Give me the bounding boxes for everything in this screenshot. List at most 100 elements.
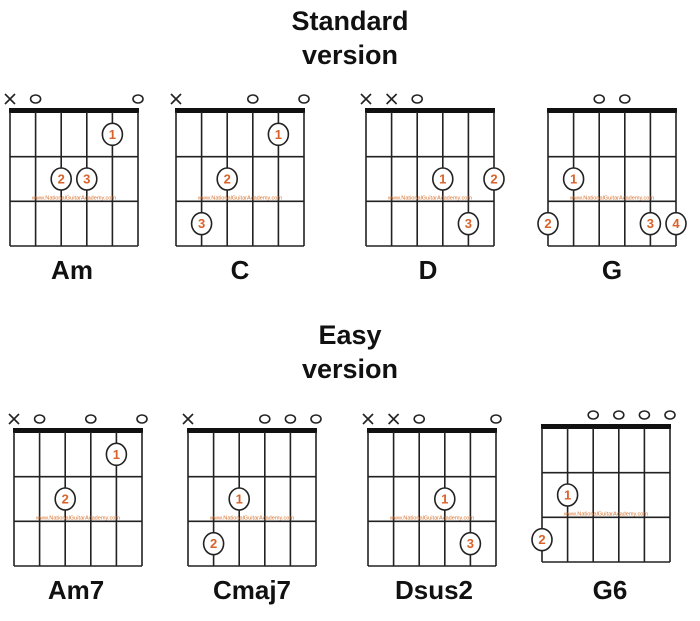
- muted-string-marker: [182, 413, 194, 425]
- muted-string-marker: [360, 93, 372, 105]
- chord-name-g: G: [601, 255, 623, 285]
- open-string-marker: [664, 410, 676, 420]
- nut: [541, 424, 671, 429]
- open-string-marker: [33, 414, 46, 424]
- finger-dot: [556, 483, 579, 507]
- open-string-marker: [284, 414, 297, 424]
- chord-name-cmaj7: Cmaj7: [212, 575, 292, 605]
- finger-dot: [228, 487, 251, 511]
- finger-dot: [76, 167, 98, 191]
- easy-version-heading: Easy version: [0, 318, 700, 386]
- chord-name-am: Am: [51, 255, 93, 285]
- watermark-text: www.NationalGuitarAcademy.com: [563, 511, 648, 517]
- nut: [13, 428, 143, 433]
- nut: [365, 108, 495, 113]
- finger-dot: [434, 487, 456, 511]
- nut: [175, 108, 305, 113]
- finger-dot: [639, 211, 662, 236]
- chord-diagram-am: www.NationalGuitarAcademy.com 1 2 3: [4, 93, 144, 247]
- watermark-text: www.NationalGuitarAcademy.com: [35, 515, 120, 521]
- standard-heading-line2: version: [301, 40, 399, 70]
- finger-dot: [531, 527, 553, 552]
- finger-dot: [105, 442, 128, 467]
- finger-dot: [665, 211, 687, 236]
- open-string-marker: [29, 94, 42, 104]
- nut: [9, 108, 139, 113]
- muted-string-marker: [170, 93, 182, 105]
- finger-dot: [483, 167, 505, 191]
- finger-number: 2: [58, 172, 65, 187]
- finger-dot: [562, 167, 585, 191]
- nut: [367, 428, 497, 433]
- open-string-marker: [310, 414, 322, 424]
- finger-number: 2: [210, 536, 217, 551]
- finger-number: 2: [62, 492, 69, 507]
- chord-diagram-c: www.NationalGuitarAcademy.com 1 2 3: [170, 93, 310, 247]
- finger-number: 3: [198, 216, 205, 231]
- open-string-marker: [247, 94, 259, 104]
- nut: [187, 428, 317, 433]
- watermark-text: www.NationalGuitarAcademy.com: [209, 515, 294, 521]
- standard-version-heading: Standard version: [0, 4, 700, 72]
- finger-number: 3: [647, 216, 654, 231]
- chord-diagram-am7: www.NationalGuitarAcademy.com 1 2: [8, 413, 148, 567]
- open-string-marker: [259, 414, 271, 424]
- open-string-marker: [85, 414, 97, 424]
- finger-number: 1: [439, 172, 446, 187]
- finger-number: 2: [490, 172, 497, 187]
- nut: [547, 108, 677, 113]
- finger-number: 3: [83, 172, 90, 187]
- open-string-marker: [411, 94, 424, 104]
- open-string-marker: [638, 410, 651, 420]
- finger-number: 1: [109, 127, 116, 142]
- finger-dot: [190, 211, 213, 236]
- finger-dot: [457, 211, 480, 236]
- muted-string-marker: [388, 413, 400, 425]
- finger-dot: [50, 167, 73, 191]
- muted-string-marker: [8, 413, 20, 425]
- finger-number: 3: [467, 536, 474, 551]
- open-string-marker: [413, 414, 426, 424]
- chord-name-dsus2: Dsus2: [394, 575, 474, 605]
- open-string-marker: [593, 94, 606, 104]
- finger-dot: [216, 167, 239, 191]
- finger-dot: [537, 211, 559, 236]
- finger-dot: [459, 531, 482, 556]
- chord-diagram-g6: www.NationalGuitarAcademy.com 1 2: [531, 410, 676, 563]
- finger-dot: [54, 487, 77, 511]
- finger-number: 1: [113, 447, 120, 462]
- chord-name-d: D: [418, 255, 438, 285]
- watermark-text: www.NationalGuitarAcademy.com: [389, 515, 474, 521]
- chord-name-c: C: [230, 255, 250, 285]
- easy-heading-line2: version: [301, 354, 399, 384]
- easy-heading-line1: Easy: [318, 320, 382, 350]
- finger-number: 4: [672, 216, 680, 231]
- muted-string-marker: [4, 93, 16, 105]
- finger-number: 2: [544, 216, 551, 231]
- watermark-text: www.NationalGuitarAcademy.com: [197, 195, 282, 201]
- muted-string-marker: [386, 93, 398, 105]
- finger-number: 1: [564, 488, 571, 503]
- open-string-marker: [136, 414, 148, 424]
- finger-number: 2: [224, 172, 231, 187]
- finger-number: 1: [570, 172, 577, 187]
- finger-dot: [432, 167, 454, 191]
- finger-dot: [267, 122, 290, 147]
- finger-number: 1: [236, 492, 243, 507]
- chord-name-am7: Am7: [47, 575, 105, 605]
- finger-number: 2: [538, 532, 545, 547]
- open-string-marker: [132, 94, 144, 104]
- standard-heading-line1: Standard: [291, 6, 409, 36]
- open-string-marker: [587, 410, 600, 420]
- open-string-marker: [298, 94, 310, 104]
- watermark-text: www.NationalGuitarAcademy.com: [31, 195, 116, 201]
- open-string-marker: [619, 94, 631, 104]
- muted-string-marker: [362, 413, 374, 425]
- finger-number: 1: [275, 127, 282, 142]
- finger-number: 3: [465, 216, 472, 231]
- chord-diagram-cmaj7: www.NationalGuitarAcademy.com 1 2: [182, 413, 322, 567]
- open-string-marker: [490, 414, 502, 424]
